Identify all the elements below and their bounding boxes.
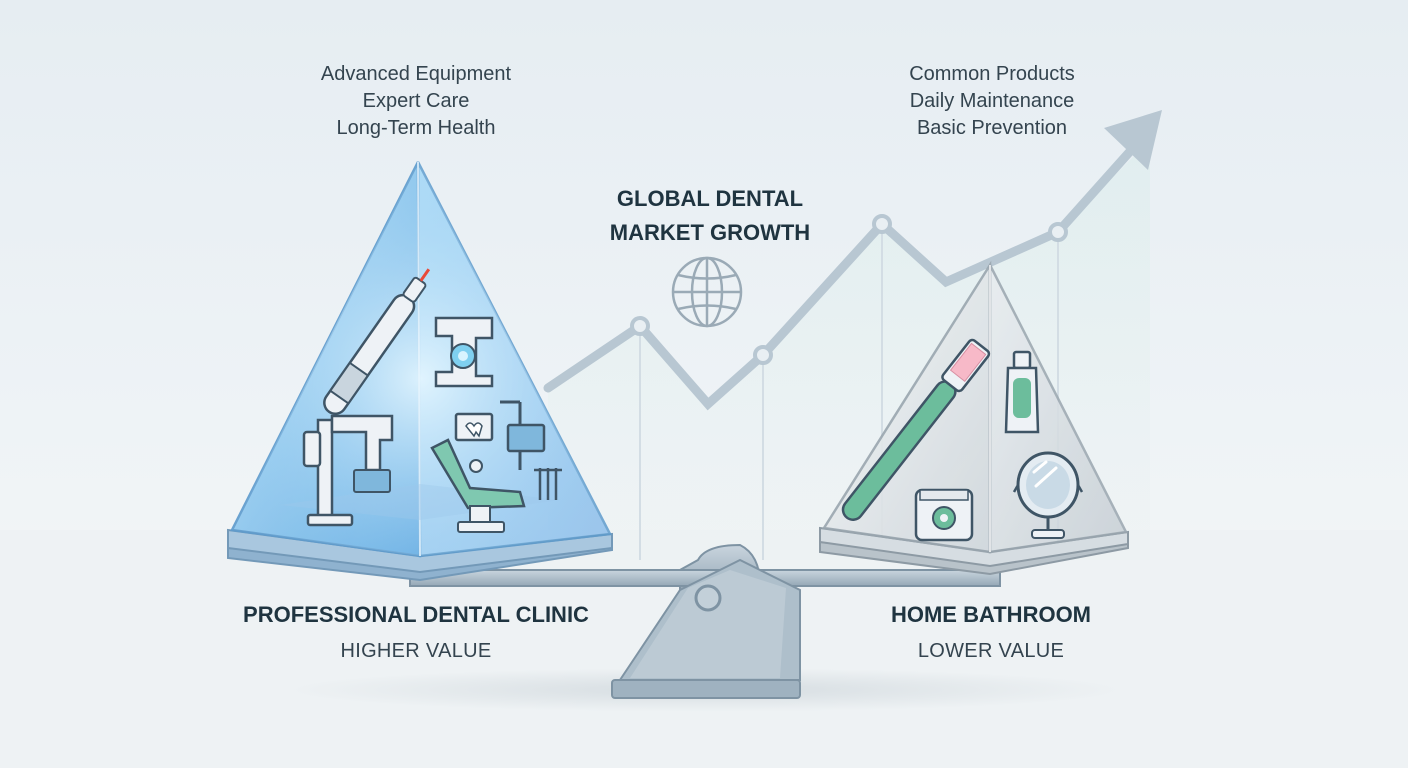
right-attribute-2: Daily Maintenance bbox=[909, 90, 1075, 112]
left-attributes: Advanced Equipment Expert Care Long-Term… bbox=[276, 61, 556, 142]
right-attribute-3: Basic Prevention bbox=[916, 117, 1068, 139]
dental-chair-icon bbox=[430, 400, 562, 533]
left-attribute-3: Long-Term Health bbox=[336, 117, 496, 139]
toothpaste-icon bbox=[1004, 350, 1040, 434]
dental-floss-icon bbox=[914, 488, 974, 542]
panoramic-xray-machine-icon bbox=[302, 414, 394, 527]
right-attributes: Common Products Daily Maintenance Basic … bbox=[852, 61, 1132, 142]
right-heading: HOME BATHROOM bbox=[890, 602, 1092, 627]
dental-drill-icon bbox=[323, 268, 431, 416]
toothbrush-icon bbox=[841, 338, 991, 521]
mirror-icon bbox=[1012, 451, 1084, 539]
diagram-title-line-2: MARKET GROWTH bbox=[609, 220, 811, 245]
diagram-title-line-1: GLOBAL DENTAL bbox=[616, 186, 804, 211]
professional-clinic-prism bbox=[227, 161, 613, 582]
right-attribute-1: Common Products bbox=[909, 63, 1075, 85]
left-value: HIGHER VALUE bbox=[340, 640, 492, 662]
diagram-title: GLOBAL DENTAL MARKET GROWTH bbox=[560, 182, 860, 250]
right-value: LOWER VALUE bbox=[917, 640, 1065, 662]
globe-icon bbox=[671, 256, 743, 328]
left-attribute-2: Expert Care bbox=[362, 90, 470, 112]
intraoral-scanner-icon bbox=[434, 316, 494, 388]
balance-scale bbox=[409, 543, 1001, 699]
left-attribute-1: Advanced Equipment bbox=[320, 63, 512, 85]
growth-arrow-head-icon bbox=[1104, 110, 1162, 170]
left-heading: PROFESSIONAL DENTAL CLINIC bbox=[243, 602, 589, 627]
